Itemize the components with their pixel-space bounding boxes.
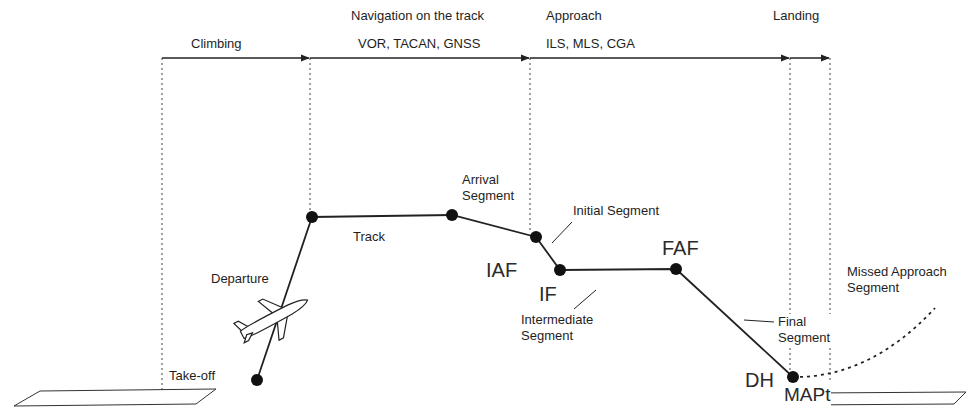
fix-label: IAF xyxy=(485,258,518,282)
fix-label: MAPt xyxy=(783,384,831,407)
segment-label: Take-off xyxy=(168,368,216,384)
segment-label: Arrival Segment xyxy=(461,172,525,203)
fix-label: DH xyxy=(744,368,775,392)
leader-lines xyxy=(552,222,774,322)
phase-label: Landing xyxy=(772,8,820,24)
phase-label: Approach xyxy=(545,8,603,24)
phase-label: ILS, MLS, CGA xyxy=(545,36,636,52)
segment-label: Departure xyxy=(210,271,270,287)
segment-label: Missed Approach Segment xyxy=(846,264,970,295)
segment-label: Initial Segment xyxy=(572,203,660,219)
phase-dividers xyxy=(162,58,830,390)
fix-label: IF xyxy=(538,282,558,306)
airplane xyxy=(230,281,318,356)
waypoint-dots xyxy=(251,209,799,386)
segment-label: Track xyxy=(352,229,386,245)
segment-label: Final Segment xyxy=(777,314,841,345)
phase-label: VOR, TACAN, GNSS xyxy=(357,36,481,52)
fix-label: FAF xyxy=(661,236,700,260)
segment-label: Intermediate Segment xyxy=(520,312,606,343)
flight-path xyxy=(257,215,793,380)
phase-label: Navigation on the track xyxy=(350,8,485,24)
phase-arrows xyxy=(162,57,829,58)
phase-label: Climbing xyxy=(190,36,243,52)
